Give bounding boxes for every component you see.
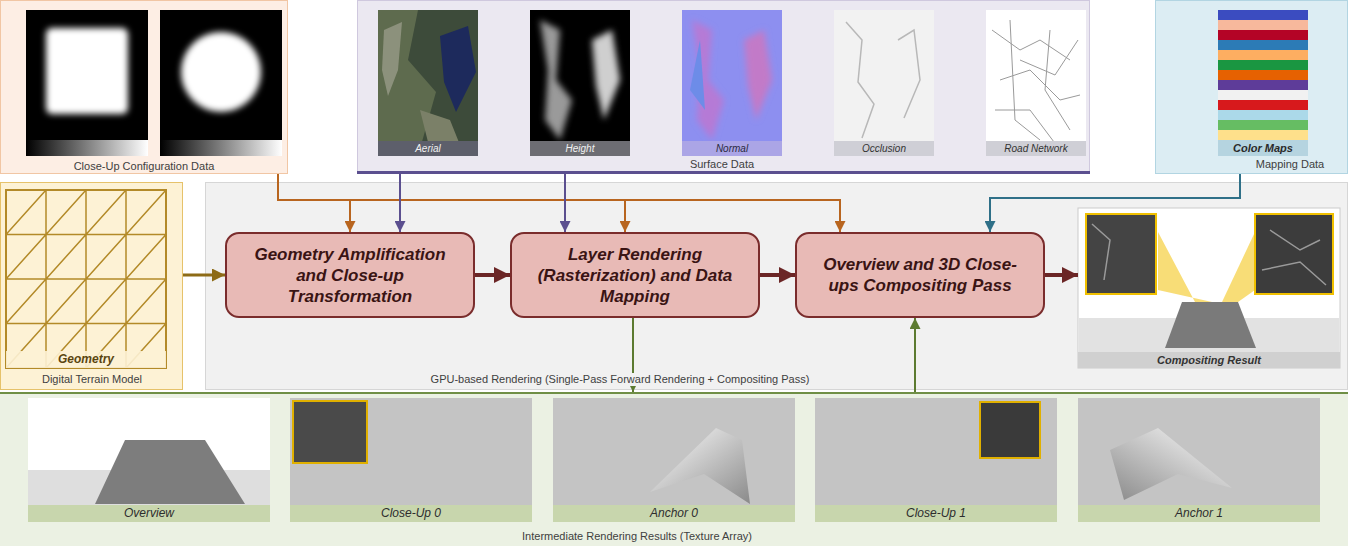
flow-arrow (1045, 273, 1078, 277)
texture-thumbnail: Color Maps (1218, 10, 1308, 156)
flow-arrow (990, 174, 1240, 232)
process-box: Overview and 3D Close-ups Compositing Pa… (795, 232, 1045, 318)
flow-arrow (183, 274, 225, 277)
texture-thumbnail: Road Network (986, 10, 1086, 156)
panel-caption: Close-Up Configuration Data (71, 160, 218, 173)
result-thumbnail: Overview (28, 398, 270, 522)
panel-caption: Surface Data (687, 158, 757, 171)
input-panel: Surface Data Aerial Height Normal Occlusion R… (357, 0, 1090, 174)
image-label: Close-Up 1 (815, 505, 1057, 522)
flow-arrow (278, 174, 840, 232)
result-image: Compositing Result (1078, 208, 1340, 368)
flow-arrow (564, 174, 566, 232)
geometry-grid: Geometry (6, 190, 166, 368)
image-label: Anchor 0 (553, 505, 795, 522)
result-thumbnail: Close-Up 0 (290, 398, 532, 522)
image-label: Occlusion (834, 141, 934, 156)
flow-arrow (914, 318, 916, 392)
result-thumbnail: Close-Up 1 (815, 398, 1057, 522)
process-label: Overview and 3D Close-ups Compositing Pa… (809, 254, 1031, 296)
texture-thumbnail: Normal (682, 10, 782, 156)
process-panel: GPU-based Rendering (Single-Pass Forward… (205, 182, 1348, 390)
image-label: Overview (28, 505, 270, 522)
texture-thumbnail: Occlusion (834, 10, 934, 156)
process-label: Geometry Amplification and Close-up Tran… (239, 244, 461, 307)
image-label: Height (530, 141, 630, 156)
image-label: Compositing Result (1078, 352, 1340, 368)
image-label: Anchor 1 (1078, 505, 1320, 522)
flow-arrow (760, 273, 795, 277)
panel-caption: GPU-based Rendering (Single-Pass Forward… (428, 373, 813, 386)
result-thumbnail: Anchor 0 (553, 398, 795, 522)
image-label: Geometry (6, 351, 166, 368)
input-panel: Digital Terrain Model Geometry (0, 182, 183, 390)
panel-caption: Digital Terrain Model (39, 373, 145, 386)
panel-caption: Intermediate Rendering Results (Texture … (519, 530, 755, 543)
input-panel: Mapping Data Color Maps (1155, 0, 1348, 174)
results-panel: Intermediate Rendering Results (Texture … (0, 392, 1348, 546)
result-thumbnail: Anchor 1 (1078, 398, 1320, 522)
input-panel: Close-Up Configuration Data (0, 0, 288, 174)
process-box: Geometry Amplification and Close-up Tran… (225, 232, 475, 318)
panel-caption: Mapping Data (1253, 158, 1328, 171)
flow-arrow (278, 174, 625, 232)
process-box: Layer Rendering (Rasterization) and Data… (510, 232, 760, 318)
flow-arrow (399, 174, 401, 232)
image-label: Aerial (378, 141, 478, 156)
process-label: Layer Rendering (Rasterization) and Data… (524, 244, 746, 307)
flow-arrow (278, 174, 350, 232)
texture-thumbnail: Height (530, 10, 630, 156)
image-label: Color Maps (1218, 140, 1308, 156)
image-label: Normal (682, 141, 782, 156)
image-label: Road Network (986, 141, 1086, 156)
image-label: Close-Up 0 (290, 505, 532, 522)
flow-arrow (475, 273, 510, 277)
texture-thumbnail: Aerial (378, 10, 478, 156)
